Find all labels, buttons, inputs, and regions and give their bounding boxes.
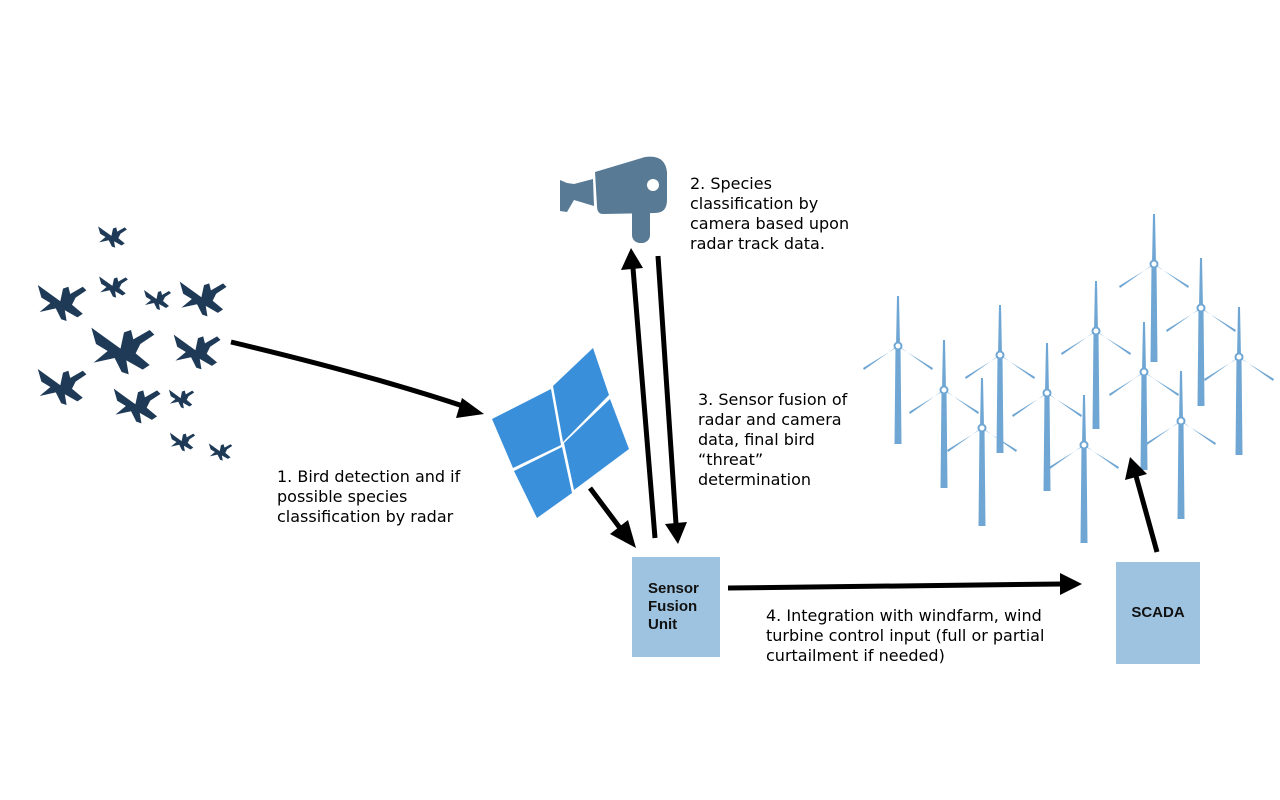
caption-step-4: 4. Integration with windfarm, wind turbi…: [766, 606, 1044, 666]
caption-line: curtailment if needed): [766, 646, 945, 665]
caption-line: 1. Bird detection and if: [277, 467, 461, 486]
bird-flock-icon: [37, 226, 233, 461]
caption-line: 2. Species: [690, 174, 772, 193]
camera-icon: [560, 156, 667, 243]
caption-line: data, final bird: [698, 430, 815, 449]
caption-line: radar and camera: [698, 410, 842, 429]
radar-panel-icon: [492, 348, 629, 518]
scada-box: SCADA: [1116, 562, 1200, 664]
arrow-fusion-to-camera: [621, 248, 658, 539]
caption-line: turbine control input (full or partial: [766, 626, 1045, 645]
caption-line: radar track data.: [690, 234, 825, 253]
wind-turbine-icon: [862, 213, 1275, 544]
arrow-birds-to-radar: [230, 339, 484, 418]
caption-line: 4. Integration with windfarm, wind: [766, 606, 1042, 625]
arrow-fusion-to-scada: [727, 573, 1082, 595]
arrow-camera-to-fusion: [655, 255, 687, 544]
caption-line: camera based upon: [690, 214, 850, 233]
caption-step-1: 1. Bird detection and if possible specie…: [277, 467, 460, 527]
box-label: Sensor: [648, 580, 699, 597]
caption-line: 3. Sensor fusion of: [698, 390, 848, 409]
caption-line: classification by: [690, 194, 819, 213]
caption-step-2: 2. Species classification by camera base…: [690, 174, 849, 254]
box-label: Fusion: [648, 598, 698, 615]
arrow-scada-to-turbines: [1125, 457, 1160, 553]
sensor-fusion-unit-box: Sensor Fusion Unit: [632, 557, 720, 657]
box-label: SCADA: [1131, 604, 1185, 621]
box-label: Unit: [648, 616, 678, 633]
arrows: [230, 248, 1160, 595]
caption-line: possible species: [277, 487, 408, 506]
caption-line: determination: [698, 470, 812, 489]
caption-line: “threat”: [698, 450, 764, 469]
caption-step-3: 3. Sensor fusion of radar and camera dat…: [698, 390, 847, 490]
caption-line: classification by radar: [277, 507, 454, 526]
arrow-radar-to-fusion: [588, 486, 636, 548]
